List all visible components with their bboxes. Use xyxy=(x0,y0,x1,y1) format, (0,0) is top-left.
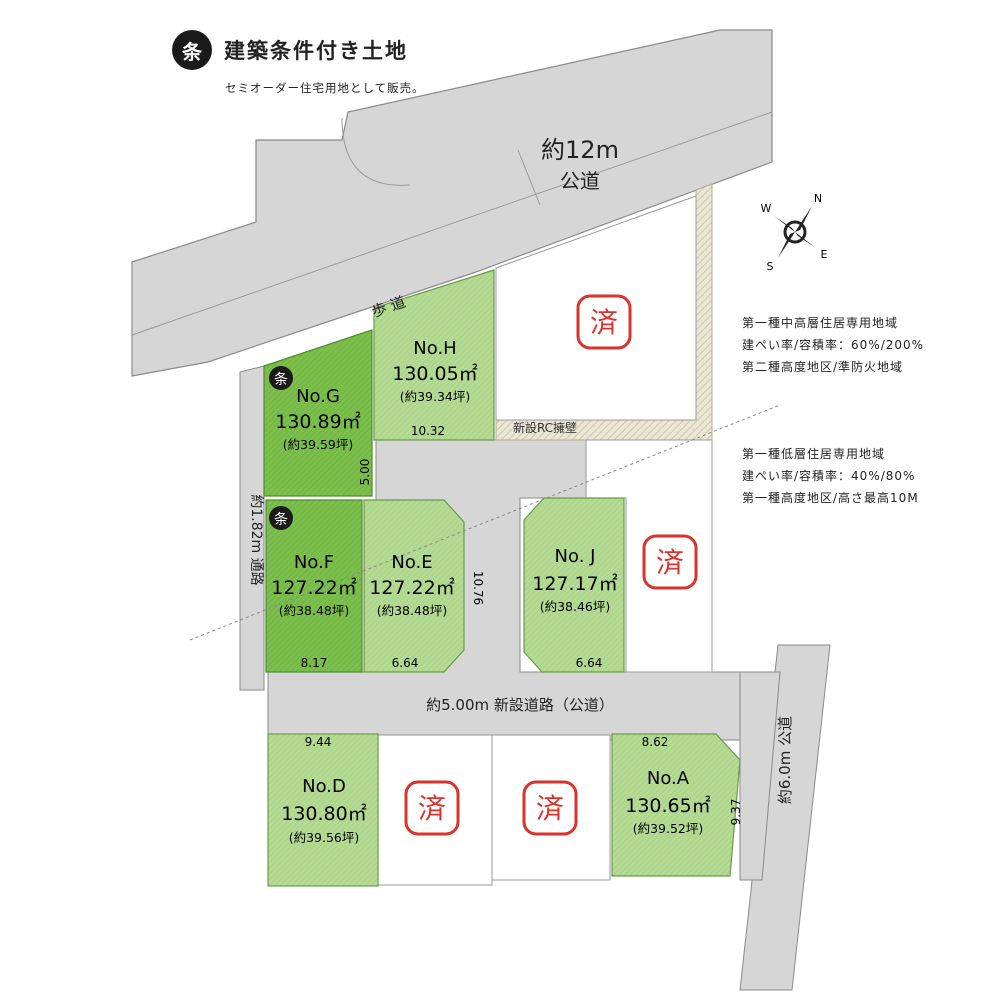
lot-g-name: No.G xyxy=(296,386,340,407)
lot-j-tsubo: (約38.46坪) xyxy=(540,599,611,614)
lot-d-dim: 9.44 xyxy=(305,735,332,749)
main-road-width: 約12m xyxy=(541,136,619,164)
lot-j[interactable] xyxy=(523,497,625,673)
compass-icon: N W E S xyxy=(761,192,828,272)
lot-f-name: No.F xyxy=(294,552,334,573)
legend-title: 建築条件付き土地 xyxy=(224,39,408,63)
zoning-upper-line: 第二種高度地区/準防火地域 xyxy=(742,360,904,374)
lot-g-tsubo: (約39.59坪) xyxy=(283,437,354,452)
compass-s: S xyxy=(767,260,774,272)
lot-e-tsubo: (約38.48坪) xyxy=(377,603,448,618)
zoning-boundary-line xyxy=(189,404,781,641)
lot-a[interactable] xyxy=(611,733,741,877)
lot-f-tsubo: (約38.48坪) xyxy=(279,603,350,618)
side-passage-label: 約1.82m 通路 xyxy=(248,494,264,585)
sold-stamp-north: 済 xyxy=(576,294,632,350)
lot-d-tsubo: (約39.56坪) xyxy=(289,830,360,845)
sidewalk-line xyxy=(131,111,773,336)
zoning-upper-line: 建ぺい率/容積率：60%/200% xyxy=(742,338,925,352)
main-road xyxy=(131,29,773,377)
sold-stamp-a-left: 済 xyxy=(522,780,578,836)
compass-e: E xyxy=(821,248,828,261)
lot-j-name: No. J xyxy=(555,546,596,567)
lot-e-name: No.E xyxy=(391,552,432,573)
lot-d-area: 130.80㎡ xyxy=(281,802,366,825)
legend-note: セミオーダー住宅用地として販売。 xyxy=(225,81,425,95)
lot-e-dim-side: 10.76 xyxy=(471,571,485,605)
lot-g-cond-badge-bg xyxy=(269,366,293,390)
zoning-upper-line: 第一種中高層住居専用地域 xyxy=(742,316,899,330)
east-road-label: 約6.0m 公道 xyxy=(776,716,794,804)
lot-g-cond-badge: 条 xyxy=(274,371,288,388)
zoning-info-lower: 第一種低層住居専用地域 建ぺい率/容積率：40%/80% 第一種高度地区/高さ最… xyxy=(742,443,919,509)
sold-mark: 済 xyxy=(536,792,564,825)
new-road-extension xyxy=(739,671,781,881)
main-road-type: 公道 xyxy=(560,169,600,193)
lot-d[interactable] xyxy=(267,733,379,887)
lot-h-dim: 10.32 xyxy=(411,424,445,438)
lot-f-area: 127.22㎡ xyxy=(271,576,356,599)
compass-n: N xyxy=(814,192,822,205)
lot-e-area: 127.22㎡ xyxy=(369,576,454,599)
lot-a-tsubo: (約39.52坪) xyxy=(633,821,704,836)
compass-w: W xyxy=(761,202,772,215)
lot-f[interactable] xyxy=(265,499,363,673)
road-curb-curve xyxy=(341,117,411,186)
side-passage xyxy=(239,365,265,691)
lot-h-tsubo: (約39.34坪) xyxy=(400,389,471,404)
sold-stamp-d-right: 済 xyxy=(404,780,460,836)
lot-f-cond-badge-bg xyxy=(269,506,293,530)
lot-a-area: 130.65㎡ xyxy=(625,794,710,817)
lot-h[interactable] xyxy=(373,269,495,441)
lot-a-dim-side: 9.37 xyxy=(729,799,743,826)
sold-stamp-east: 済 xyxy=(642,534,698,590)
new-road-label: 約5.00m 新設道路（公道） xyxy=(426,696,614,714)
zoning-lower-line: 第一種低層住居専用地域 xyxy=(742,447,886,461)
lot-f-dim: 8.17 xyxy=(301,656,328,670)
zoning-lower-line: 建ぺい率/容積率：40%/80% xyxy=(742,469,916,483)
lot-h-name: No.H xyxy=(413,338,456,359)
lot-g-area: 130.89㎡ xyxy=(275,410,360,433)
lot-a-dim: 8.62 xyxy=(642,735,669,749)
lot-j-dim: 6.64 xyxy=(576,656,603,670)
sold-mark: 済 xyxy=(418,792,446,825)
road-divider-line xyxy=(517,149,541,206)
retaining-wall-label: 新設RC擁壁 xyxy=(513,420,577,435)
lot-h-area: 130.05㎡ xyxy=(392,362,477,385)
legend: 条 建築条件付き土地 セミオーダー住宅用地として販売。 xyxy=(172,30,425,96)
lot-j-area: 127.17㎡ xyxy=(532,572,617,595)
lot-g-dim: 5.00 xyxy=(358,459,372,486)
lot-e[interactable] xyxy=(363,499,465,673)
lot-e-dim: 6.64 xyxy=(392,656,419,670)
condition-badge-icon: 条 xyxy=(172,30,212,70)
zoning-info-upper: 第一種中高層住居専用地域 建ぺい率/容積率：60%/200% 第二種高度地区/準… xyxy=(742,312,924,378)
sold-mark: 済 xyxy=(590,306,618,339)
zoning-lower-line: 第一種高度地区/高さ最高10M xyxy=(742,491,919,505)
sold-mark: 済 xyxy=(656,546,684,579)
lot-a-name: No.A xyxy=(647,768,690,789)
lot-f-cond-badge: 条 xyxy=(274,511,288,528)
lot-d-name: No.D xyxy=(302,776,346,797)
